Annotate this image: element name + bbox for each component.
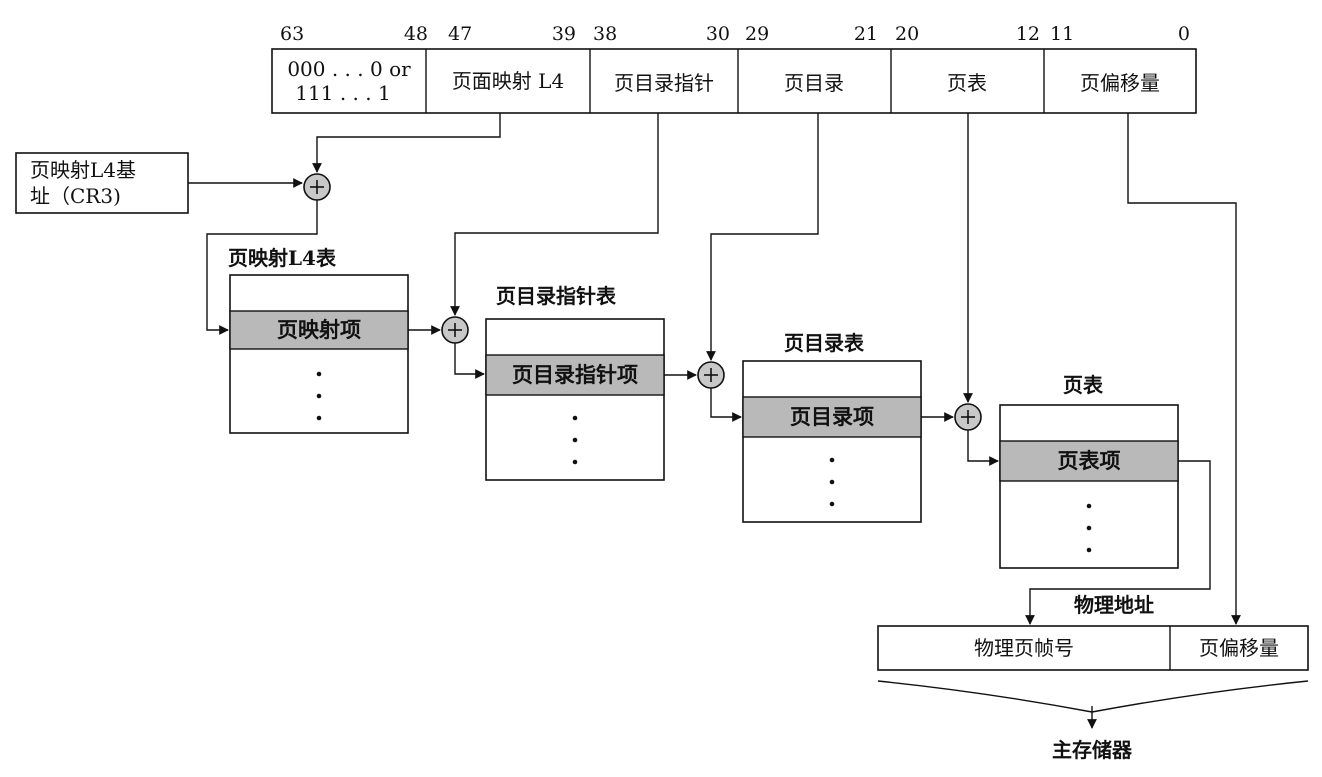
main-memory-label: 主存储器 [1052,738,1133,762]
bit-21: 21 [854,23,878,45]
bit-63: 63 [280,23,304,45]
pd-table-title: 页目录表 [784,331,865,355]
pdpt-entry-label: 页目录指针项 [512,362,638,387]
pml4-table: 页映射L4表 页映射项 [228,246,409,434]
cr3-label-line2: 址（CR3) [30,184,121,208]
bit-38: 38 [593,23,617,45]
pd-table: 页目录表 页目录项 [742,331,922,523]
bit-30: 30 [706,23,730,45]
offset-field: 页偏移量 [1080,71,1160,95]
adder-2 [441,316,469,344]
bit-47: 47 [448,23,472,45]
pdpt-entry [485,354,665,396]
page-table-title: 页表 [1063,373,1104,397]
sign-extension-field-line1: 000 . . . 0 or [287,57,411,81]
adder-4 [954,403,982,431]
bit-11: 11 [1050,23,1074,45]
pml4-entry [229,310,409,350]
bit-12: 12 [1016,23,1040,45]
bit-48: 48 [404,23,428,45]
memory-funnel [877,680,1309,729]
linear-address-register: 000 . . . 0 or 111 . . . 1 页面映射 L4 页目录指针… [271,48,1197,114]
bit-29: 29 [745,23,769,45]
bit-20: 20 [895,23,919,45]
physical-offset-field: 页偏移量 [1199,636,1279,660]
pdpt-table-title: 页目录指针表 [496,284,617,308]
page-table: 页表 页表项 [999,373,1179,569]
physical-frame-field: 物理页帧号 [974,636,1074,660]
cr3-box: 页映射L4基 址（CR3) [15,152,189,214]
pml4-entry-label: 页映射项 [277,317,361,342]
pt-field: 页表 [947,71,987,95]
pd-entry-label: 页目录项 [790,404,874,429]
physical-address-label: 物理地址 [1074,593,1154,617]
physical-address: 物理地址 物理页帧号 页偏移量 [877,593,1309,671]
bit-39: 39 [552,23,576,45]
adder-1 [303,173,331,201]
pdpt-field: 页目录指针 [614,71,714,95]
pml4-table-title: 页映射L4表 [228,246,337,270]
sign-extension-field-line2: 111 . . . 1 [295,81,390,105]
adder-3 [697,361,725,389]
pdpt-table: 页目录指针表 页目录指针项 [485,284,665,481]
bit-0: 0 [1178,23,1190,45]
page-table-entry [999,440,1179,482]
pd-field: 页目录 [784,71,844,95]
cr3-label-line1: 页映射L4基 [30,158,136,182]
pml4-field: 页面映射 L4 [452,69,564,93]
connection-wires [188,113,1241,625]
page-table-entry-label: 页表项 [1058,448,1121,473]
bit-numbers: 63 48 47 39 38 30 29 21 20 12 11 0 [280,23,1190,45]
